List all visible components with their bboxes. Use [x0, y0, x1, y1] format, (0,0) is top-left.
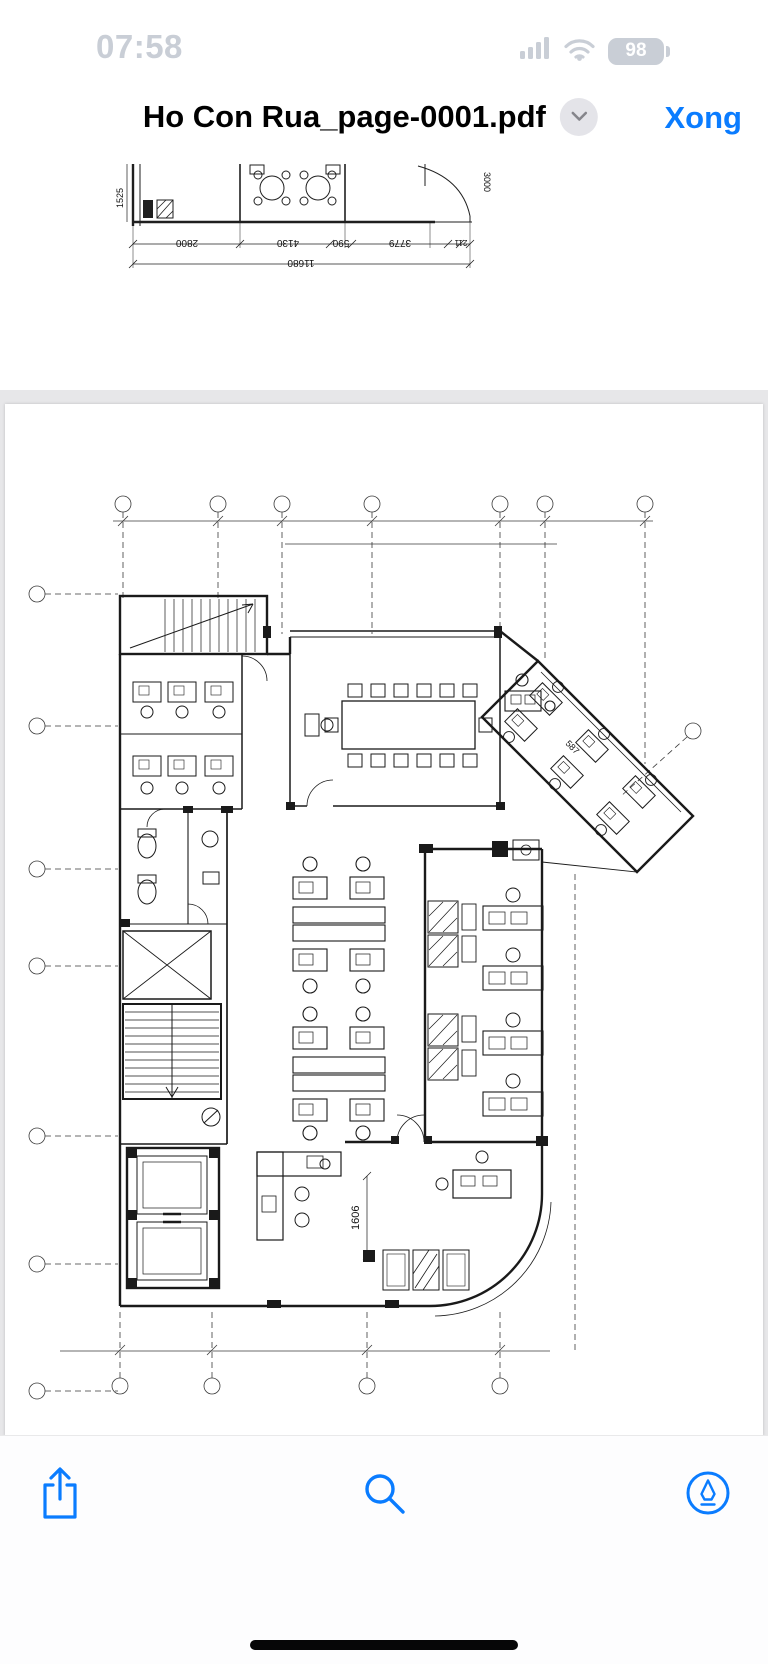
- dim-label: 590: [332, 237, 349, 248]
- dim-label: 3779: [388, 237, 411, 248]
- floor-plan-page1-drawing: 2800 4130 590 3779 211 11680 1525 3000: [115, 164, 492, 269]
- dim-label: 4130: [276, 237, 299, 248]
- dim-label: 2800: [175, 237, 198, 248]
- dim-label: 3000: [482, 172, 492, 192]
- pdf-scroll-area[interactable]: 2800 4130 590 3779 211 11680 1525 3000: [0, 164, 768, 1664]
- pdf-title-bar: Ho Con Rua_page-0001.pdf Xong: [0, 92, 768, 164]
- markup-icon: [684, 1469, 732, 1520]
- wifi-icon: [563, 36, 596, 66]
- status-bar: 07:58: [0, 0, 768, 92]
- cellular-signal-icon: [520, 37, 551, 65]
- floor-plan-page2-drawing: 1606 587: [28, 495, 702, 1400]
- dim-label: 1606: [350, 1206, 362, 1230]
- chevron-down-button[interactable]: [559, 98, 598, 136]
- dim-label: 1525: [115, 188, 125, 208]
- dim-label: 587: [564, 738, 582, 756]
- battery-icon: 98: [608, 37, 670, 65]
- done-button[interactable]: Xong: [664, 100, 743, 135]
- chevron-down-icon: [570, 110, 587, 125]
- markup-button[interactable]: [678, 1464, 738, 1524]
- page-title: Ho Con Rua_page-0001.pdf: [142, 99, 546, 134]
- share-icon: [38, 1465, 82, 1524]
- home-indicator[interactable]: [250, 1640, 518, 1650]
- dim-label: 11680: [287, 257, 315, 268]
- share-button[interactable]: [30, 1464, 90, 1524]
- pdf-page-1: 2800 4130 590 3779 211 11680 1525 3000: [0, 164, 768, 390]
- status-time: 07:58: [96, 28, 183, 65]
- battery-percent: 98: [625, 40, 647, 61]
- dim-label: 211: [454, 238, 467, 247]
- search-icon: [360, 1469, 408, 1520]
- bottom-toolbar: [0, 1435, 768, 1664]
- search-button[interactable]: [354, 1464, 414, 1524]
- status-icons: 98: [520, 36, 670, 66]
- pdf-page-2: 1606 587: [5, 404, 763, 1436]
